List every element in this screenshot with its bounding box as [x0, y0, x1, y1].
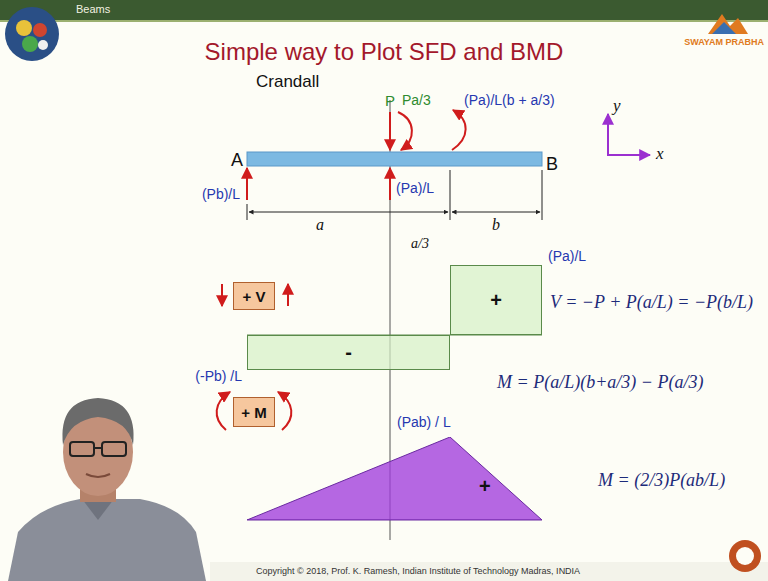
header-text: Beams: [76, 3, 110, 16]
sign-text: + M: [241, 404, 266, 421]
shear-value: (Pa)/L: [548, 248, 586, 264]
mouth: [86, 474, 110, 477]
axis-label: x: [656, 144, 664, 164]
logo-ring: [736, 547, 754, 565]
dimension-label: a/3: [411, 236, 429, 252]
beam: [247, 152, 542, 166]
author-name: Crandall: [256, 72, 319, 92]
axis-label: y: [613, 96, 621, 116]
logo-disc: [5, 7, 59, 61]
glasses: [70, 442, 94, 456]
iit-logo: [729, 540, 761, 572]
collar: [82, 499, 114, 520]
load-label: P: [385, 92, 395, 109]
sign-box: + V: [233, 282, 275, 310]
sign-text: + V: [243, 288, 266, 305]
shear-sign-arrow: [287, 284, 289, 306]
shear-region: -: [247, 335, 450, 370]
sign-text: -: [345, 341, 352, 364]
moment-arrow: [452, 110, 466, 150]
shear-sign-arrow: [221, 284, 223, 306]
header-rule: [0, 20, 768, 22]
sign-text: +: [479, 475, 491, 498]
logo-dot: [16, 20, 32, 36]
dimension-tick: [450, 170, 451, 220]
y-axis: [607, 114, 609, 156]
moment-region: +: [247, 437, 542, 520]
logo-dot: [22, 36, 38, 52]
logo-disc: [729, 540, 761, 572]
moment-label: (Pa)/L(b + a/3): [464, 92, 555, 108]
moment-value: (Pab) / L: [397, 414, 451, 430]
moment-sign-arrow: [278, 392, 291, 430]
glasses-bridge: [94, 447, 102, 449]
sign-text: +: [490, 289, 502, 312]
reaction-arrow: [246, 168, 248, 200]
shirt: [8, 499, 206, 581]
swayam-logo: [708, 14, 748, 34]
moment-equation: M = (2/3)P(ab/L): [598, 470, 725, 491]
moment-label: Pa/3: [402, 92, 431, 108]
footer-strip: [210, 562, 768, 581]
dimension-label: a: [316, 216, 324, 234]
header-bar: [0, 0, 768, 20]
moment-equation: M = P(a/L)(b+a/3) − P(a/3): [497, 372, 703, 393]
sign-box: + M: [233, 397, 275, 427]
shear-arrow: [389, 168, 391, 200]
institute-logo: [5, 7, 59, 61]
glasses: [102, 442, 126, 456]
logo-mark: [708, 14, 748, 34]
slide-title: Simple way to Plot SFD and BMD: [205, 38, 564, 66]
logo-mark: [712, 22, 736, 34]
moment-sign-arrow: [217, 392, 230, 430]
bmd-triangle: [247, 437, 542, 520]
logo-text: SWAYAM PRABHA: [684, 37, 764, 47]
dimension-line: [452, 212, 540, 213]
presenter: [8, 398, 206, 581]
dimension-label: b: [492, 216, 500, 234]
moment-arrow: [398, 112, 412, 150]
load-arrow: [389, 112, 391, 150]
logo-dot: [33, 23, 47, 37]
dimension-line: [249, 212, 448, 213]
x-axis: [607, 154, 650, 156]
hair: [62, 398, 133, 445]
support-label: B: [546, 154, 558, 175]
reaction-label: (Pb)/L: [202, 186, 240, 202]
support-label: A: [231, 150, 243, 171]
triangle-shape: [247, 437, 542, 520]
dimension-tick: [247, 204, 248, 220]
shear-equation: V = −P + P(a/L) = −P(b/L): [550, 292, 753, 313]
copyright: Copyright © 2018, Prof. K. Ramesh, India…: [256, 566, 580, 576]
shear-region: +: [450, 265, 542, 335]
shear-value: (-Pb) /L: [195, 368, 242, 384]
logo-dot: [38, 40, 48, 50]
shear-label: (Pa)/L: [396, 180, 434, 196]
dimension-tick: [542, 170, 543, 220]
